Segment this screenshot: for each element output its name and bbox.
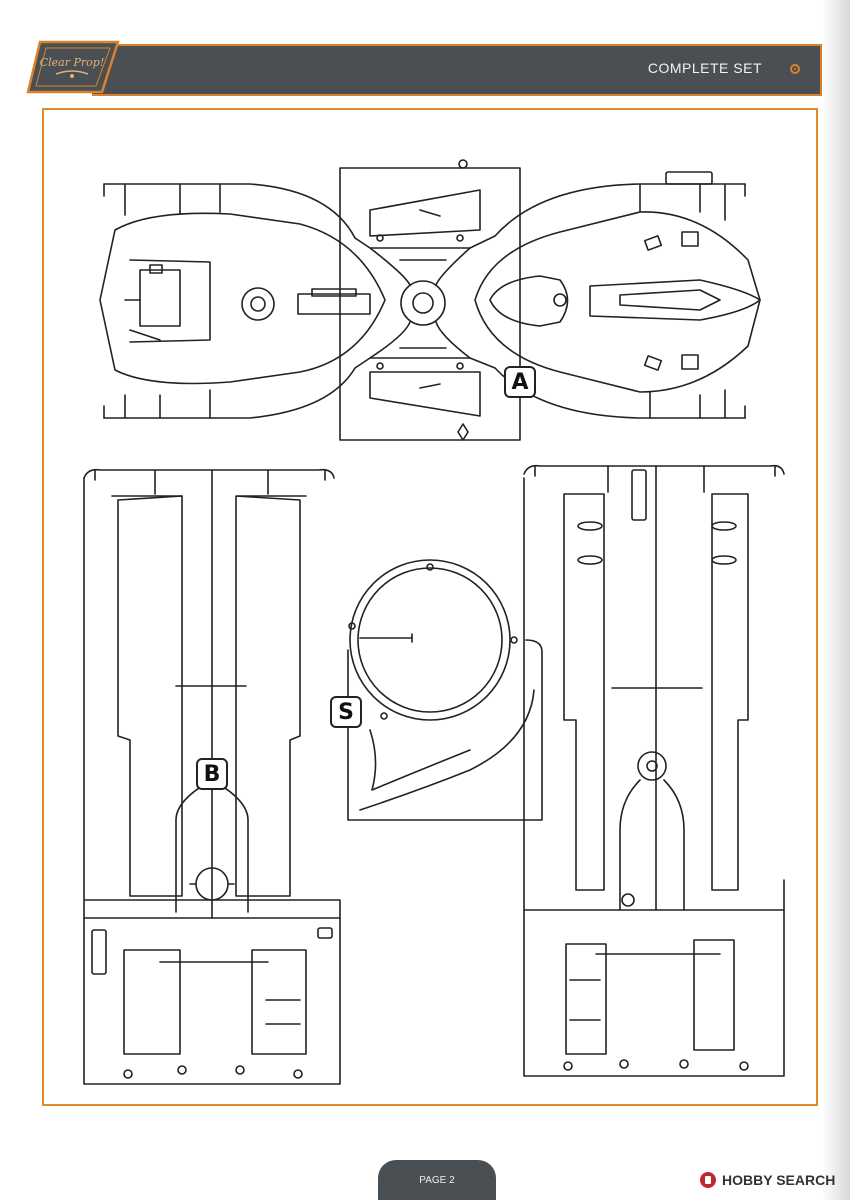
sprue-label-b: B [196,758,228,790]
page-number: PAGE 2 [419,1175,455,1186]
watermark-text: HOBBY SEARCH [722,1172,836,1188]
sprue-right [523,464,785,1077]
header-bar: COMPLETE SET [92,44,822,96]
sprue-frame [42,108,818,1106]
sprue-a [99,159,761,441]
hobby-search-logo-icon [700,1172,716,1188]
brand-logo: Clear Prop! [26,40,120,94]
svg-text:Clear Prop!: Clear Prop! [40,56,105,69]
page-edge-shadow [822,0,850,1200]
target-icon [790,64,800,74]
page-header-title: COMPLETE SET [647,60,762,76]
page-number-tab: PAGE 2 [378,1160,496,1200]
sprue-label-a: A [504,366,536,398]
sprue-label-s: S [330,696,362,728]
watermark: HOBBY SEARCH [700,1170,850,1194]
sprue-s [347,559,543,821]
sprue-b [83,468,341,1085]
